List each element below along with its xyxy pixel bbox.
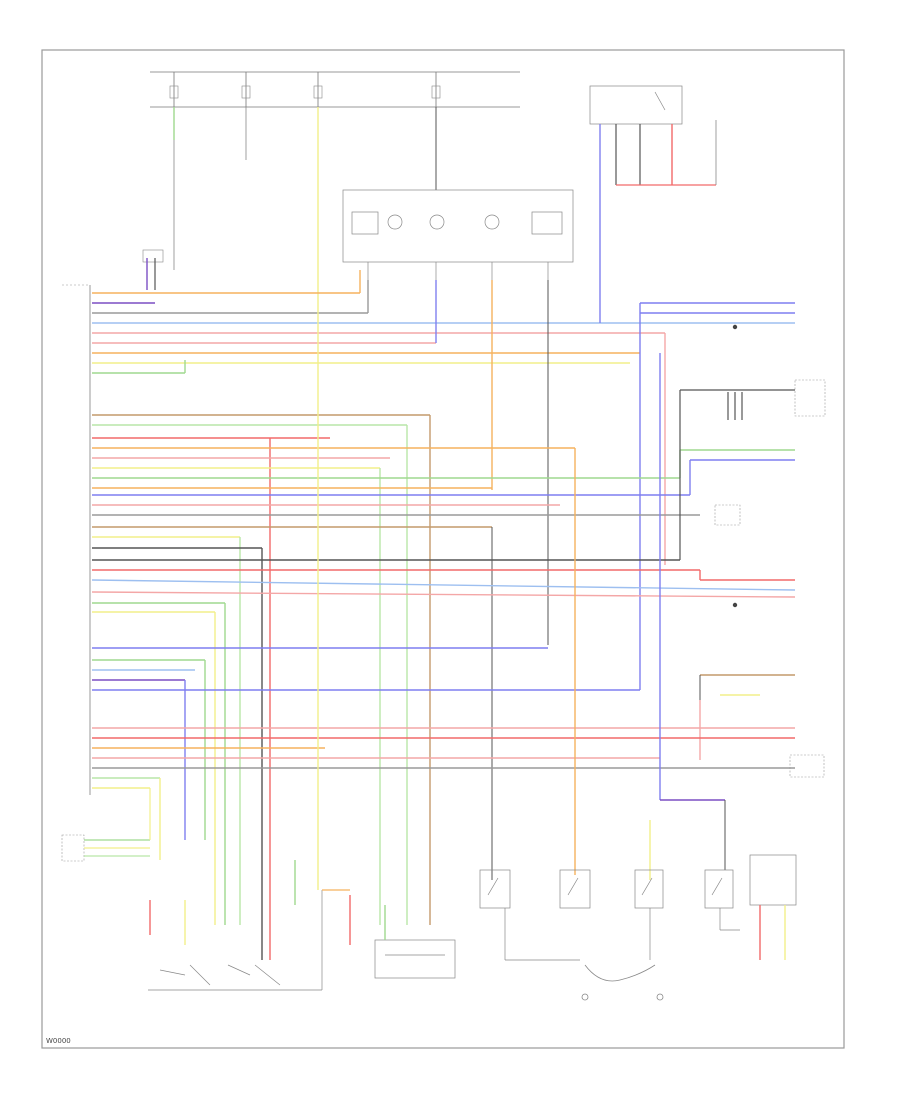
cluster-box — [342, 189, 574, 263]
solenoid-c — [634, 869, 664, 909]
bottom-components — [479, 854, 797, 961]
fuse-3 — [313, 85, 323, 99]
ground-symbols — [732, 324, 738, 608]
gauge-1-icon — [387, 214, 403, 230]
right-sensor-wires — [491, 170, 795, 690]
top-left-connector — [142, 249, 164, 290]
gauge-2-icon — [429, 214, 445, 230]
ac-relay — [589, 85, 717, 186]
solenoid-a — [479, 869, 511, 909]
wheel-sensor-loop — [581, 964, 664, 1001]
instrument-cluster — [342, 189, 574, 280]
diagram-reference: W0000 — [46, 1037, 71, 1045]
fuse-4 — [431, 85, 441, 99]
wheel-sensor-right-icon — [656, 993, 664, 1001]
solenoid-b — [559, 869, 591, 909]
ecm-connector-bus — [62, 284, 91, 795]
relay-box-bottom — [749, 854, 797, 906]
solenoid-pack — [374, 939, 456, 979]
ecm-wires-group-2 — [91, 389, 796, 960]
solenoid-d — [704, 869, 734, 909]
sensor-box-1 — [794, 379, 826, 417]
sensor-box-2 — [714, 504, 741, 526]
bottom-left-sensor — [61, 788, 151, 862]
bottom-drop-wires — [149, 860, 386, 945]
fuse-1 — [169, 85, 179, 99]
ecm-wires-group-1 — [92, 270, 795, 565]
fuse-feed-wires — [173, 107, 437, 300]
right-sensor-connectors — [727, 392, 743, 420]
ecm-wires-group-3 — [92, 647, 795, 860]
ground-2-icon — [732, 602, 738, 608]
power-feed-section — [150, 71, 520, 108]
gauge-3-icon — [484, 214, 500, 230]
cluster-module-a — [351, 211, 379, 235]
right-sensor-boxes — [714, 379, 826, 778]
cluster-module-b — [531, 211, 563, 235]
range-switch — [148, 889, 350, 991]
fuse-group — [169, 85, 441, 99]
sensor-box-3 — [789, 754, 825, 778]
diagram-frame — [41, 49, 845, 1049]
fuse-2 — [241, 85, 251, 99]
ground-1-icon — [732, 324, 738, 330]
wheel-sensor-left-icon — [581, 993, 589, 1001]
vertical-feeds — [317, 300, 726, 890]
